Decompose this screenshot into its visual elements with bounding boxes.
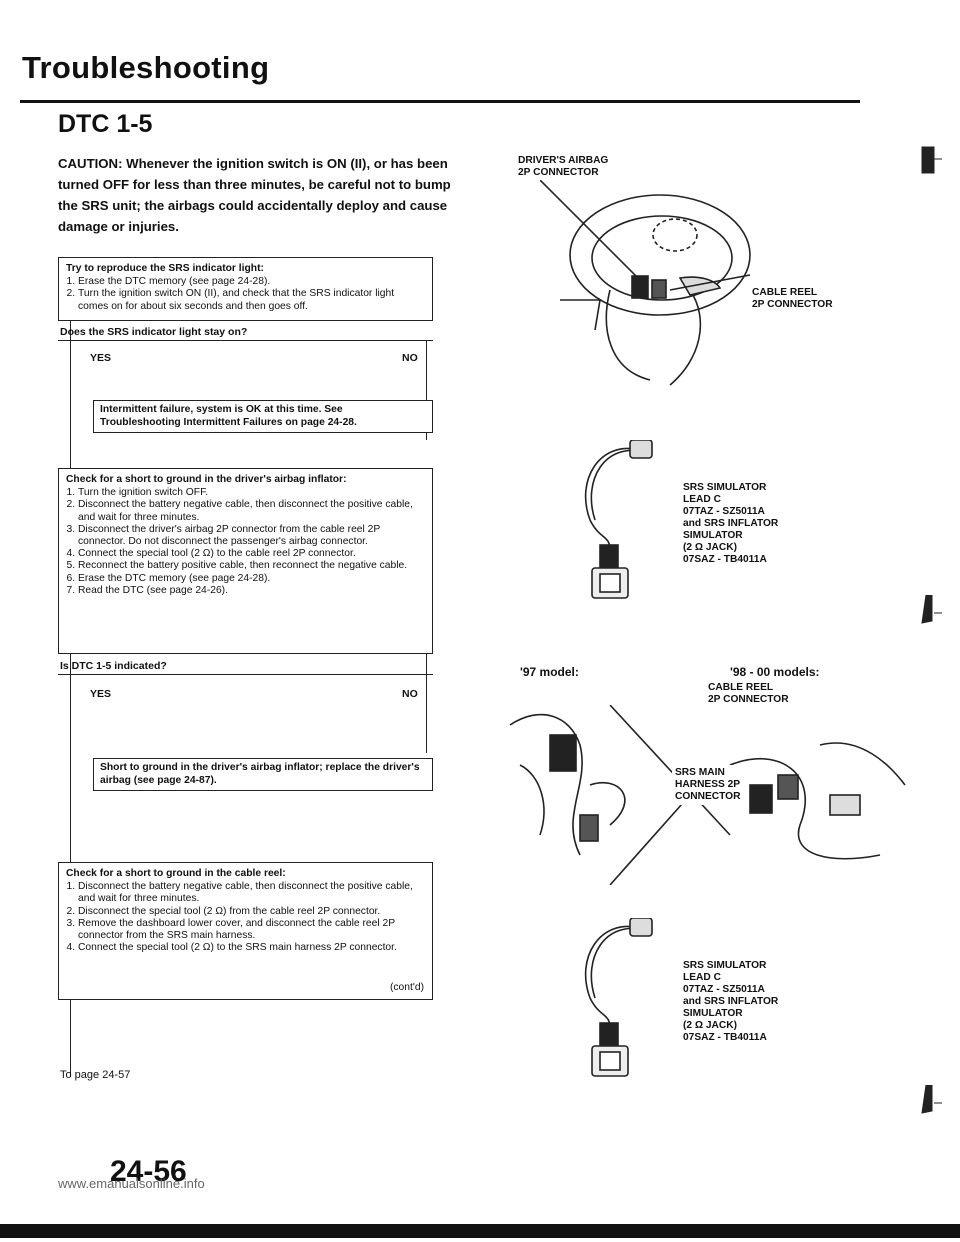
label-srs-simulator-2: SRS SIMULATOR LEAD C 07TAZ - SZ5011A and… xyxy=(683,960,779,1043)
watermark-url: www.emanualsonline.info xyxy=(58,1176,205,1191)
step-item: Read the DTC (see page 24-26). xyxy=(78,585,425,597)
result-intermittent: Intermittent failure, system is OK at th… xyxy=(93,400,433,433)
step-heading: Try to reproduce the SRS indicator light… xyxy=(66,263,264,274)
label-cable-reel-connector-2: CABLE REEL 2P CONNECTOR xyxy=(708,682,789,705)
no-label: NO xyxy=(402,352,418,364)
section-heading: DTC 1-5 xyxy=(58,110,153,138)
step-box-cable-reel-check: Check for a short to ground in the cable… xyxy=(58,862,433,1000)
step-item: Disconnect the battery negative cable, t… xyxy=(78,499,425,523)
harness-illustration xyxy=(509,705,906,885)
step-item: Turn the ignition switch ON (II), and ch… xyxy=(78,288,425,312)
srs-simulator-illustration xyxy=(584,440,653,599)
step-box-reproduce: Try to reproduce the SRS indicator light… xyxy=(58,257,433,321)
question-light-stay-on: Does the SRS indicator light stay on? xyxy=(58,326,433,341)
srs-simulator-illustration-2 xyxy=(584,918,653,1077)
caution-text: CAUTION: Whenever the ignition switch is… xyxy=(58,156,451,234)
result-replace-airbag: Short to ground in the driver's airbag i… xyxy=(93,758,433,791)
label-cable-reel-connector: CABLE REEL 2P CONNECTOR xyxy=(752,287,833,310)
no-label: NO xyxy=(402,688,418,700)
yes-label: YES xyxy=(90,352,112,364)
step-item: Erase the DTC memory (see page 24-28). xyxy=(78,276,425,288)
page-tab-mark xyxy=(921,1085,942,1114)
step-item: Connect the special tool (2 Ω) to the SR… xyxy=(78,942,425,954)
to-page-link[interactable]: To page 24-57 xyxy=(60,1069,131,1081)
step-item: Connect the special tool (2 Ω) to the ca… xyxy=(78,548,425,560)
flow-connector xyxy=(426,643,427,753)
page-number: 24-56 xyxy=(110,1155,187,1188)
page-tab-mark xyxy=(921,146,942,174)
yes-label: YES xyxy=(90,688,112,700)
step-heading: Check for a short to ground in the cable… xyxy=(66,868,286,879)
step-item: Remove the dashboard lower cover, and di… xyxy=(78,918,425,942)
model-label-97: '97 model: xyxy=(520,665,579,679)
steering-wheel-illustration xyxy=(540,180,751,386)
label-srs-simulator: SRS SIMULATOR LEAD C 07TAZ - SZ5011A and… xyxy=(683,482,779,565)
model-label-98-00: '98 - 00 models: xyxy=(730,665,820,679)
step-item: Disconnect the battery negative cable, t… xyxy=(78,881,425,905)
step-item: Turn the ignition switch OFF. xyxy=(78,487,425,499)
flow-connector xyxy=(70,257,71,1077)
step-box-inflator-check: Check for a short to ground in the drive… xyxy=(58,468,433,654)
flow-connector xyxy=(426,340,427,440)
step-item: Disconnect the special tool (2 Ω) from t… xyxy=(78,906,425,918)
title-rule xyxy=(20,100,860,103)
step-item: Erase the DTC memory (see page 24-28). xyxy=(78,573,425,585)
label-srs-main-harness: SRS MAIN HARNESS 2P CONNECTOR xyxy=(672,765,744,805)
step-item: Reconnect the battery positive cable, th… xyxy=(78,560,425,572)
step-heading: Check for a short to ground in the drive… xyxy=(66,474,347,485)
label-driver-airbag-connector: DRIVER'S AIRBAG 2P CONNECTOR xyxy=(518,155,609,178)
step-item: Disconnect the driver's airbag 2P connec… xyxy=(78,524,425,548)
page-tab-mark xyxy=(921,595,942,624)
continued-note: (cont'd) xyxy=(389,981,424,993)
question-dtc-indicated: Is DTC 1-5 indicated? xyxy=(58,660,433,675)
page-bottom-bar xyxy=(0,1224,960,1238)
page-title: Troubleshooting xyxy=(22,50,270,85)
